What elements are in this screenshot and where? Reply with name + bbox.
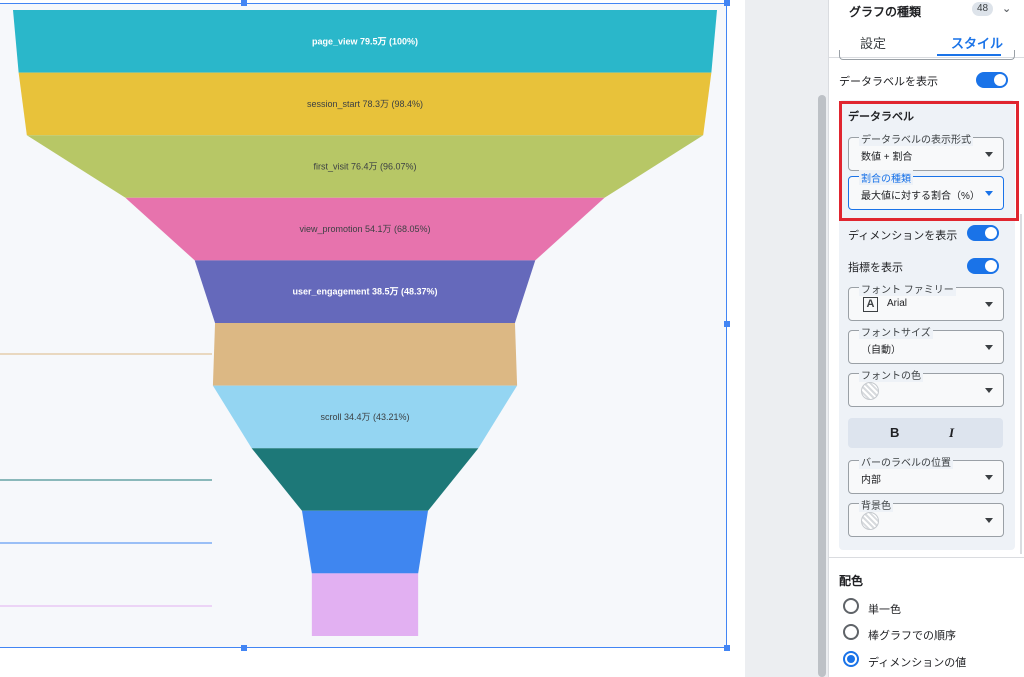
- chart-type-header[interactable]: グラフの種類 48 ⌄: [829, 0, 1024, 22]
- funnel-stage-label-6: scroll 34.4万 (43.21%): [320, 412, 409, 422]
- color-option-label-2[interactable]: ディメンションの値: [868, 657, 967, 669]
- show-metric-toggle[interactable]: [967, 258, 999, 274]
- highlight-annotation: [839, 101, 1019, 221]
- chevron-down-icon[interactable]: ⌄: [1002, 3, 1012, 15]
- background-color-label: 背景色: [859, 497, 893, 512]
- ratio-type-label: 割合の種類: [859, 170, 913, 185]
- panel-tabs: 設定 スタイル: [829, 26, 1024, 58]
- funnel-stage-label-4: user_engagement 38.5万 (48.37%): [292, 287, 437, 297]
- funnel-stage-0[interactable]: [13, 10, 717, 73]
- text-style-buttons: B I: [848, 418, 1003, 448]
- label-format-select[interactable]: データラベルの表示形式 数値 + 割合: [848, 131, 1004, 171]
- font-size-label: フォントサイズ: [859, 324, 933, 339]
- dropdown-arrow-icon: [985, 152, 993, 157]
- funnel-stage-label-3: view_promotion 54.1万 (68.05%): [299, 224, 430, 234]
- funnel-stage-label-1: session_start 78.3万 (98.4%): [307, 99, 423, 109]
- show-metric-label: 指標を表示: [848, 262, 903, 274]
- label-format-label: データラベルの表示形式: [859, 131, 973, 146]
- dropdown-arrow-icon: [985, 518, 993, 523]
- report-page: page_view 79.5万 (100%) session_start 78.3…: [0, 0, 745, 677]
- font-family-value: Arial: [887, 298, 908, 309]
- font-color-label: フォントの色: [859, 367, 923, 382]
- font-family-select[interactable]: フォント ファミリー A Arial: [848, 281, 1004, 321]
- chart-type-label: グラフの種類: [849, 4, 922, 19]
- previous-field-edge: [839, 50, 1015, 60]
- font-family-icon: A: [863, 297, 878, 312]
- funnel-stage-2[interactable]: [26, 135, 704, 198]
- ratio-type-value: 最大値に対する割合（%）: [861, 191, 980, 202]
- color-option-radio-2[interactable]: [843, 651, 859, 667]
- tab-setup[interactable]: 設定: [860, 36, 887, 51]
- ratio-type-select[interactable]: 割合の種類 最大値に対する割合（%）: [848, 170, 1004, 210]
- funnel-stage-8[interactable]: [301, 510, 429, 574]
- resize-handle-right[interactable]: [724, 321, 730, 327]
- transparent-color-swatch: [861, 382, 879, 400]
- resize-handle-top-right[interactable]: [724, 0, 730, 6]
- funnel-stage-label-2: first_visit 76.4万 (96.07%): [313, 162, 416, 172]
- font-size-select[interactable]: フォントサイズ （自動）: [848, 324, 1004, 364]
- funnel-stage-1[interactable]: [18, 72, 712, 136]
- funnel-stage-label-0: page_view 79.5万 (100%): [312, 36, 418, 46]
- dropdown-arrow-icon: [985, 345, 993, 350]
- chart-type-badge: 48: [972, 2, 994, 16]
- funnel-stage-4[interactable]: [194, 260, 536, 323]
- font-color-picker[interactable]: フォントの色: [848, 367, 1004, 407]
- bar-label-position-value: 内部: [861, 475, 881, 486]
- show-data-labels-toggle[interactable]: [976, 72, 1008, 88]
- funnel-stage-6[interactable]: [212, 385, 518, 449]
- bar-label-position-label: バーのラベルの位置: [859, 454, 953, 469]
- font-size-value: （自動）: [861, 345, 901, 356]
- bar-label-position-select[interactable]: バーのラベルの位置 内部: [848, 454, 1004, 494]
- show-dimension-label: ディメンションを表示: [848, 230, 958, 242]
- dropdown-arrow-icon: [985, 388, 993, 393]
- section-divider: [828, 557, 1024, 558]
- label-format-value: 数値 + 割合: [861, 152, 913, 163]
- color-option-label-0[interactable]: 単一色: [868, 604, 901, 616]
- dropdown-arrow-icon: [985, 475, 993, 480]
- show-dimension-toggle[interactable]: [967, 225, 999, 241]
- transparent-color-swatch: [861, 512, 879, 530]
- color-option-radio-1[interactable]: [843, 624, 859, 640]
- data-label-section-title: データラベル: [848, 111, 914, 123]
- dropdown-arrow-icon: [985, 191, 993, 196]
- panel-scrollbar[interactable]: [1020, 214, 1022, 554]
- show-data-labels-label: データラベルを表示: [839, 76, 938, 88]
- funnel-stage-5[interactable]: [212, 323, 518, 386]
- resize-handle-top[interactable]: [241, 0, 247, 6]
- color-option-label-1[interactable]: 棒グラフでの順序: [868, 630, 956, 642]
- tab-style[interactable]: スタイル: [951, 36, 1004, 51]
- funnel-stage-9[interactable]: [311, 573, 419, 636]
- canvas-scrollbar[interactable]: [818, 95, 826, 677]
- funnel-chart-svg: page_view 79.5万 (100%) session_start 78.3…: [0, 10, 717, 636]
- color-scheme-title: 配色: [839, 574, 864, 588]
- funnel-stage-7[interactable]: [251, 448, 479, 511]
- bold-button[interactable]: B: [890, 425, 900, 440]
- resize-handle-bottom-right[interactable]: [724, 645, 730, 651]
- active-tab-indicator: [937, 54, 1001, 56]
- font-family-label: フォント ファミリー: [859, 281, 956, 296]
- color-option-radio-0[interactable]: [843, 598, 859, 614]
- resize-handle-bottom[interactable]: [241, 645, 247, 651]
- background-color-picker[interactable]: 背景色: [848, 497, 1004, 537]
- dropdown-arrow-icon: [985, 302, 993, 307]
- italic-button[interactable]: I: [949, 425, 955, 440]
- funnel-stage-3[interactable]: [125, 197, 605, 261]
- report-canvas: page_view 79.5万 (100%) session_start 78.3…: [0, 0, 828, 677]
